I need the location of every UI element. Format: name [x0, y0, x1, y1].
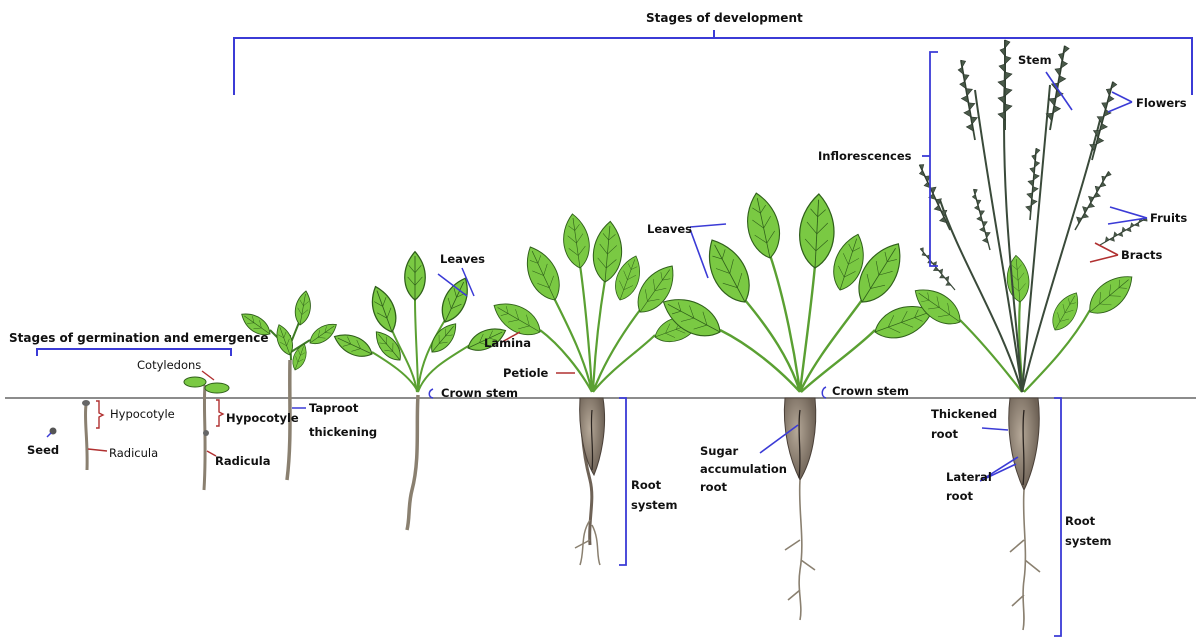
label-fruits: Fruits: [1150, 211, 1187, 225]
label-crown-stem-1: Crown stem: [441, 386, 518, 400]
sprout-1-illustration: [82, 400, 107, 470]
label-flowers: Flowers: [1136, 96, 1187, 110]
label-root-system-b-line1: Root: [1065, 514, 1095, 528]
label-cotyledons: Cotyledons: [137, 358, 201, 372]
heading-stages-of-germination: Stages of germination and emergence: [9, 331, 269, 345]
label-stem: Stem: [1018, 53, 1052, 67]
taproot-plant-illustration: [238, 290, 341, 480]
label-leaves-2: Leaves: [647, 222, 692, 236]
label-taproot-line2: thickening: [309, 425, 377, 439]
label-inflorescences: Inflorescences: [818, 149, 911, 163]
label-taproot-line1: Taproot: [309, 401, 358, 415]
label-thickened-line1: Thickened: [931, 407, 997, 421]
label-lamina: Lamina: [484, 336, 531, 350]
label-petiole: Petiole: [503, 366, 548, 380]
label-crown-stem-2: Crown stem: [832, 384, 909, 398]
leafy-plant-illustration: [488, 212, 704, 565]
sprout-2-illustration: [184, 371, 229, 490]
mature-plant-illustration: [657, 190, 937, 620]
label-radicula-2: Radicula: [215, 454, 271, 468]
label-hypocotyle-1: Hypocotyle: [110, 407, 175, 421]
label-sugar-line1: Sugar: [700, 444, 738, 458]
label-seed: Seed: [27, 443, 59, 457]
heading-stages-of-development: Stages of development: [646, 11, 803, 25]
label-sugar-line3: root: [700, 480, 727, 494]
label-bracts: Bracts: [1121, 248, 1162, 262]
label-sugar-line2: accumulation: [700, 462, 787, 476]
label-leaves-1: Leaves: [440, 252, 485, 266]
flowering-plant-illustration: [908, 40, 1149, 636]
label-root-system-a-line2: system: [631, 498, 677, 512]
label-lateral-line2: root: [946, 489, 973, 503]
label-root-system-a-line1: Root: [631, 478, 661, 492]
label-thickened-line2: root: [931, 427, 958, 441]
seed-illustration: [47, 428, 57, 438]
germination-bracket: [37, 349, 231, 356]
label-lateral-line1: Lateral: [946, 470, 992, 484]
label-hypocotyle-2: Hypocotyle: [226, 411, 299, 425]
label-root-system-b-line2: system: [1065, 534, 1111, 548]
label-radicula-1: Radicula: [109, 446, 158, 460]
